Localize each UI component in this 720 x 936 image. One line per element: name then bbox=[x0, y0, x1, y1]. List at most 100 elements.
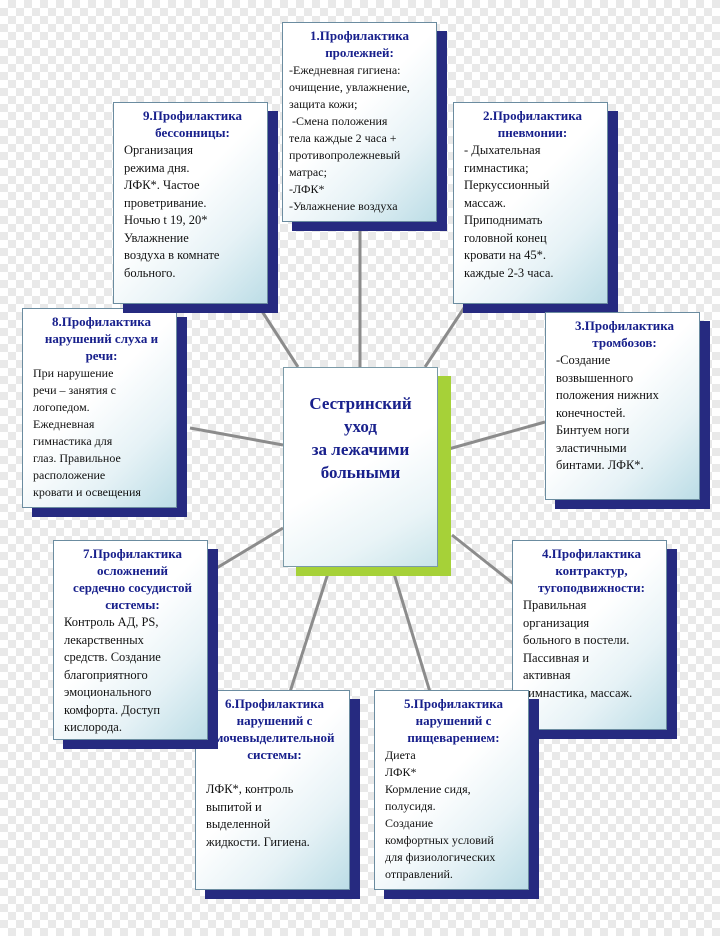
node-title: 9.Профилактика бессонницы: bbox=[124, 107, 261, 141]
node-insomnia-prevention: 9.Профилактика бессонницы: Организация р… bbox=[113, 102, 268, 304]
node-hearing-speech-prevention: 8.Профилактика нарушений слуха и речи: П… bbox=[22, 308, 177, 508]
body-line: Пассивная и bbox=[523, 650, 590, 665]
title-line: пищеварением: bbox=[407, 730, 500, 745]
title-line: 9.Профилактика bbox=[142, 108, 243, 123]
node-bedsore-prevention: 1.Профилактика пролежней: -Ежедневная ги… bbox=[282, 22, 437, 222]
body-line: речи – занятия с bbox=[33, 383, 117, 397]
body-line: комфорта. Доступ bbox=[64, 702, 161, 717]
body-line: положения нижних bbox=[556, 388, 659, 402]
body-line: При нарушение bbox=[33, 366, 114, 380]
node-urinary-prevention: 6.Профилактика нарушений с мочевыделител… bbox=[195, 690, 350, 890]
node-title: 4.Профилактика контрактур, тугоподвижнос… bbox=[523, 545, 660, 596]
body-line: ЛФК* bbox=[385, 765, 417, 779]
connector-6 bbox=[288, 566, 332, 693]
title-line: нарушений с bbox=[415, 713, 492, 728]
body-line: организация bbox=[523, 615, 590, 630]
node-body: ЛФК*, контроль выпитой и выделенной жидк… bbox=[206, 764, 343, 851]
node-title: 5.Профилактика нарушений с пищеварением: bbox=[385, 695, 522, 746]
body-line: Увлажнение bbox=[124, 230, 189, 245]
body-line: средств. Создание bbox=[64, 650, 161, 664]
body-line: матрас; bbox=[289, 165, 327, 179]
body-line: Перкуссионный bbox=[464, 178, 550, 192]
title-line: системы: bbox=[247, 747, 302, 762]
node-contracture-prevention: 4.Профилактика контрактур, тугоподвижнос… bbox=[512, 540, 667, 730]
body-line: Ночью t 19, 20* bbox=[124, 213, 208, 227]
body-line: ЛФК*, контроль bbox=[206, 782, 294, 796]
node-digestion-prevention: 5.Профилактика нарушений с пищеварением:… bbox=[374, 690, 529, 890]
connector-3 bbox=[437, 420, 546, 454]
body-line: Создание bbox=[385, 816, 434, 830]
title-line: нарушений слуха и bbox=[44, 331, 159, 346]
node-title: 6.Профилактика нарушений с мочевыделител… bbox=[206, 695, 343, 763]
connector-8 bbox=[189, 426, 284, 447]
body-line: расположение bbox=[33, 468, 106, 482]
node-cardiovascular-prevention: 7.Профилактика осложнений сердечно сосуд… bbox=[53, 540, 208, 740]
body-line bbox=[206, 764, 343, 781]
body-line: кровати на 45*. bbox=[464, 248, 547, 262]
title-line: речи: bbox=[85, 348, 118, 363]
title-line: бессонницы: bbox=[155, 125, 230, 140]
center-title-line: за лежачими bbox=[311, 440, 410, 459]
body-line: гимнастика для bbox=[33, 434, 113, 448]
body-line: отправлений. bbox=[385, 867, 453, 881]
title-line: сердечно сосудистой bbox=[73, 580, 192, 595]
center-title-line: уход bbox=[344, 417, 377, 436]
body-line: выпитой и bbox=[206, 799, 262, 814]
body-line: больного в постели. bbox=[523, 633, 630, 647]
body-line: жидкости. Гигиена. bbox=[206, 834, 310, 849]
node-body: - Дыхательная гимнастика; Перкуссионный … bbox=[464, 142, 601, 282]
body-line: конечностей. bbox=[556, 405, 626, 420]
title-line: 8.Профилактика bbox=[51, 314, 152, 329]
title-line: тромбозов: bbox=[592, 335, 657, 350]
title-line: пролежней: bbox=[325, 45, 394, 60]
node-title: 2.Профилактика пневмонии: bbox=[464, 107, 601, 141]
node-thrombosis-prevention: 3.Профилактика тромбозов: -Создание возв… bbox=[545, 312, 700, 500]
center-node: Сестринский уход за лежачими больными bbox=[283, 367, 438, 567]
title-line: 1.Профилактика bbox=[309, 28, 410, 43]
body-line: полусидя. bbox=[385, 799, 436, 813]
body-line: массаж. bbox=[464, 195, 506, 210]
node-pneumonia-prevention: 2.Профилактика пневмонии: - Дыхательная … bbox=[453, 102, 608, 304]
node-body: Диета ЛФК* Кормление сидя, полусидя. Соз… bbox=[385, 747, 522, 883]
body-line: Контроль АД, PS, bbox=[64, 615, 159, 629]
title-line: тугоподвижности: bbox=[538, 580, 645, 595]
title-line: 4.Профилактика bbox=[541, 546, 642, 561]
body-line: Организация bbox=[124, 143, 193, 157]
body-line: гимнастика; bbox=[464, 160, 529, 175]
node-body: -Ежедневная гигиена: очищение, увлажнени… bbox=[289, 62, 430, 215]
body-line: Приподнимать bbox=[464, 213, 543, 227]
body-line: -Создание bbox=[556, 353, 611, 367]
body-line: каждые 2-3 часа. bbox=[464, 265, 554, 280]
body-line: режима дня. bbox=[124, 160, 190, 175]
body-line: Диета bbox=[385, 748, 416, 762]
body-line: ЛФК*. Частое bbox=[124, 178, 200, 192]
node-title: 8.Профилактика нарушений слуха и речи: bbox=[33, 313, 170, 364]
body-line: тела каждые 2 часа + bbox=[289, 131, 397, 145]
body-line: кислорода. bbox=[64, 720, 122, 734]
title-line: 5.Профилактика bbox=[403, 696, 504, 711]
body-line: эмоционального bbox=[64, 685, 152, 699]
body-line: лекарственных bbox=[64, 632, 144, 647]
body-line: противопролежневый bbox=[289, 148, 401, 162]
body-line: комфортных условий bbox=[385, 833, 494, 847]
node-body: При нарушение речи – занятия с логопедом… bbox=[33, 365, 170, 501]
title-line: нарушений с bbox=[236, 713, 313, 728]
title-line: пневмонии: bbox=[497, 125, 568, 140]
node-body: Контроль АД, PS, лекарственных средств. … bbox=[64, 614, 201, 737]
title-line: 6.Профилактика bbox=[224, 696, 325, 711]
body-line: активная bbox=[523, 668, 571, 682]
body-line: Ежедневная bbox=[33, 417, 95, 431]
body-line: -Увлажнение воздуха bbox=[289, 199, 398, 213]
connector-5 bbox=[390, 566, 432, 693]
body-line: -Смена положения bbox=[289, 114, 388, 128]
title-line: 3.Профилактика bbox=[574, 318, 675, 333]
title-line: мочевыделительной bbox=[214, 730, 335, 745]
node-body: -Создание возвышенного положения нижних … bbox=[556, 352, 693, 475]
body-line: выделенной bbox=[206, 817, 271, 831]
body-line: эластичными bbox=[556, 440, 627, 455]
center-title-line: Сестринский bbox=[309, 394, 412, 413]
connector-2 bbox=[423, 301, 470, 368]
body-line: для физиологических bbox=[385, 850, 496, 864]
connector-7 bbox=[209, 526, 284, 574]
